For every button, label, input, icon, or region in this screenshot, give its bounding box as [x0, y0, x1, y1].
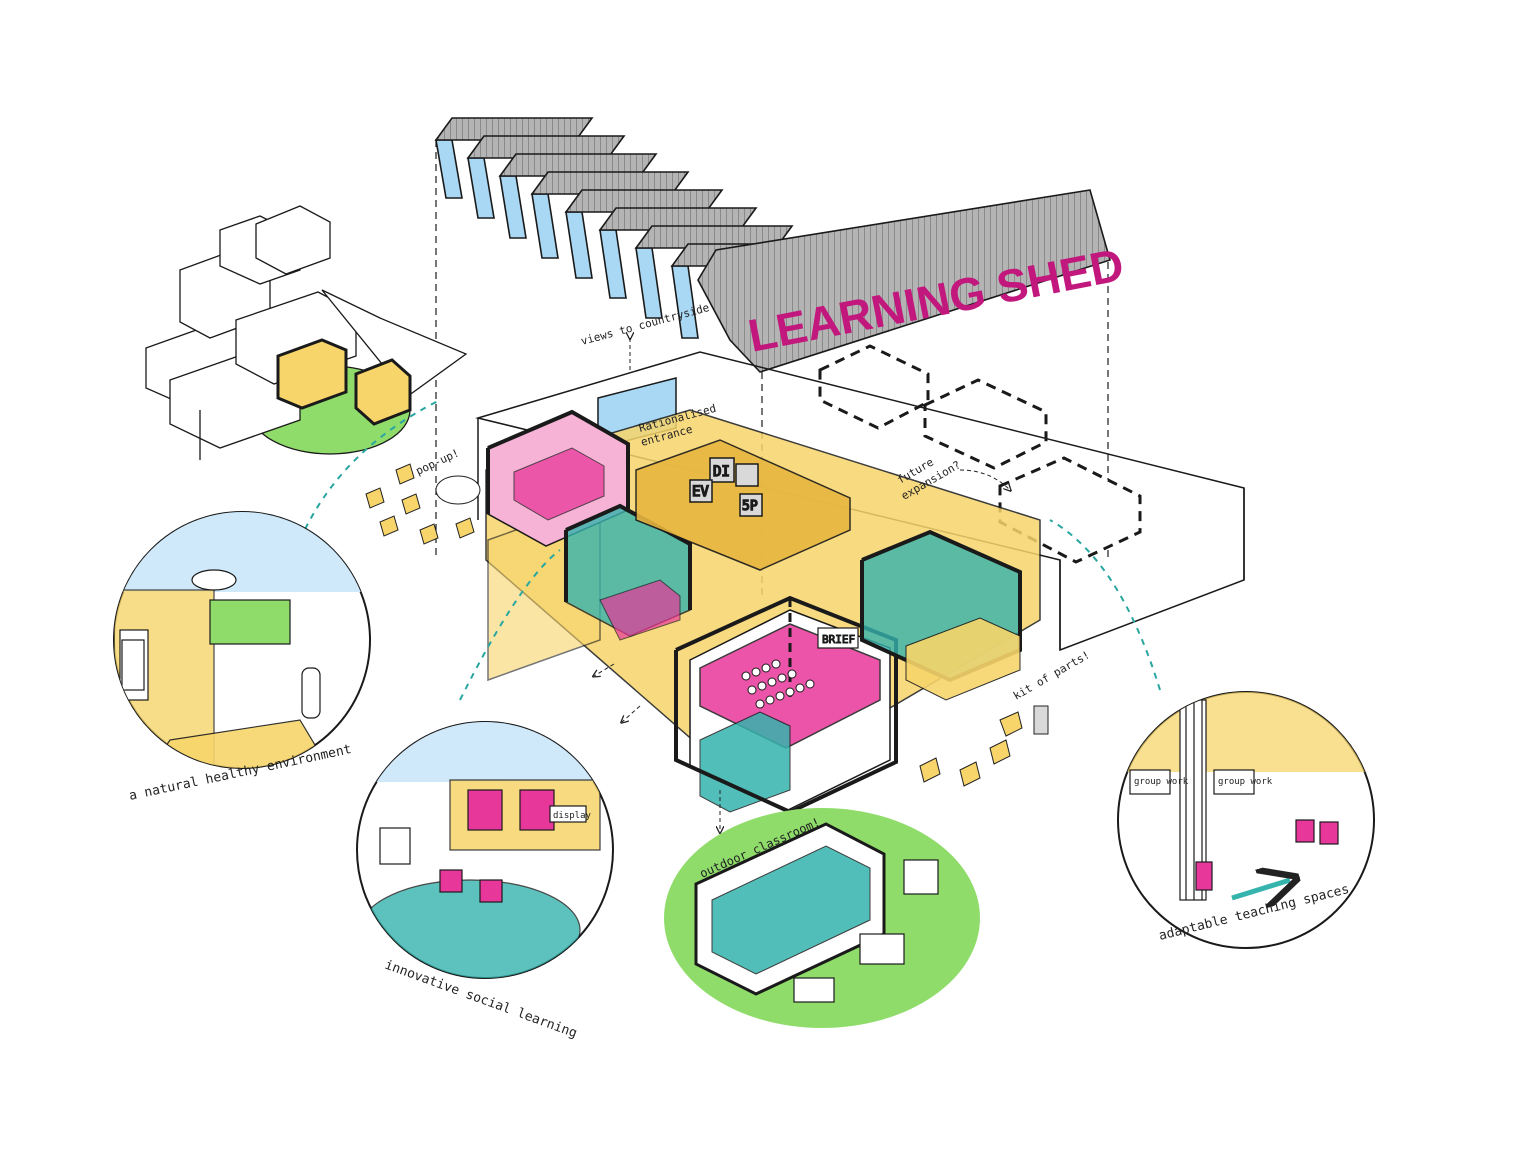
- vignette-adaptable-label-2: group work: [1218, 777, 1273, 787]
- brief-board-text: BRIEF: [822, 633, 855, 646]
- bookshelf-icon: [121, 639, 145, 691]
- event-sign-ev: EV: [692, 484, 709, 500]
- connector-lines: [299, 399, 1161, 701]
- teaching-room-right: [860, 529, 1022, 701]
- studio-room: [486, 409, 630, 547]
- sawtooth-roof: [434, 117, 1111, 600]
- vignette-social: display innovative social learning: [356, 721, 614, 1041]
- kit-label: kit of parts!: [1011, 648, 1092, 702]
- roof-slopes: [434, 117, 1111, 373]
- event-space: EV DI 5P: [635, 439, 851, 571]
- popup-chairs: [365, 463, 475, 545]
- event-sign-di: DI: [713, 464, 730, 480]
- event-sign-5p: 5P: [742, 499, 758, 514]
- campus-context: [145, 205, 468, 460]
- cloud-icon: [191, 569, 237, 591]
- vignette-adaptable-label-1: group work: [1134, 777, 1189, 787]
- lecture-room: BRIEF: [674, 595, 898, 815]
- seating-rows: [741, 659, 815, 709]
- kit-of-parts-chairs: [919, 705, 1049, 787]
- breakout-room: [564, 503, 692, 641]
- vignette-social-board: display: [553, 811, 592, 821]
- vignette-natural: a natural healthy environment: [113, 511, 371, 804]
- vignette-adaptable: group work group work adaptable teaching…: [1117, 691, 1375, 949]
- popup-label: pop-up!: [414, 446, 462, 477]
- person-icon: [301, 667, 321, 719]
- outdoor-classroom: outdoor classroom!: [664, 808, 980, 1028]
